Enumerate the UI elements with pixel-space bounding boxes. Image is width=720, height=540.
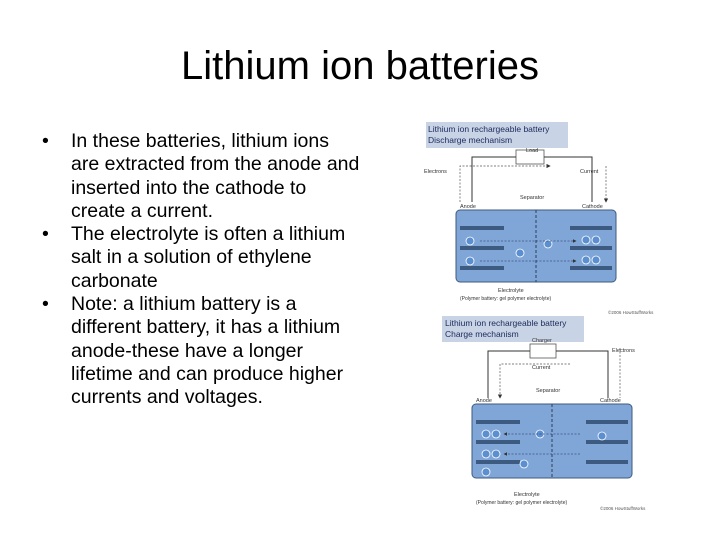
lithium-ion-icon [581,255,591,265]
lithium-ion-icon [491,449,501,459]
cathode-plate [586,440,628,444]
anode-plate [460,246,504,250]
bullet-item: • Note: a lithium battery is a different … [42,293,362,409]
load-label: Load [526,148,538,154]
lithium-ion-icon [543,239,553,249]
charge-panel: Lithium ion rechargeable battery Charge … [442,316,646,511]
charge-separator-label: Separator [536,388,560,394]
cathode-plate [570,266,612,270]
lithium-ion-icon [519,459,529,469]
charge-header-title: Lithium ion rechargeable battery [445,318,567,328]
lithium-ion-icon [515,248,525,258]
charge-header-subtitle: Charge mechanism [445,329,519,339]
charge-current-flow [497,363,570,399]
bullet-dot: • [42,130,49,152]
bullet-item: • The electrolyte is often a lithium salt… [42,223,362,293]
bullet-text: The electrolyte is often a lithium salt … [71,223,346,292]
lithium-ion-icon [591,235,601,245]
lithium-ion-icon [481,467,491,477]
bullet-item: • In these batteries, lithium ions are ex… [42,130,362,223]
anode-plate [476,420,520,424]
bullet-list: • In these batteries, lithium ions are ex… [42,130,362,410]
cathode-plate [586,420,628,424]
lithium-ion-icon [465,236,475,246]
discharge-credit: ©2006 HowStuffWorks [608,309,654,315]
charge-credit: ©2006 HowStuffWorks [600,505,646,511]
discharge-separator-label: Separator [520,195,544,201]
lithium-ion-icon [597,431,607,441]
charge-header-bg [442,316,584,342]
battery-diagram-image: Lithium ion rechargeable battery Dischar… [420,120,675,520]
charge-cathode-label: Cathode [600,398,621,404]
anode-plate [460,266,504,270]
anode-plate [476,440,520,444]
discharge-header-bg [426,122,568,148]
bullet-text: Note: a lithium battery is a different b… [71,293,344,409]
discharge-electrolyte-label: Electrolyte [498,288,524,294]
discharge-panel: Lithium ion rechargeable battery Dischar… [424,122,654,315]
lithium-ion-icon [491,429,501,439]
bullet-text: In these batteries, lithium ions are ext… [71,130,360,222]
discharge-header-subtitle: Discharge mechanism [428,135,512,145]
charger-label: Charger [532,338,552,344]
discharge-electrons-label: Electrons [424,169,447,175]
bullet-dot: • [42,293,49,316]
charge-electrolyte-label: Electrolyte [514,492,540,498]
cathode-plate [570,226,612,230]
charge-wire-right [556,350,609,398]
lithium-ion-icon [465,256,475,266]
charge-electrolyte-note: (Polymer battery: gel polymer electrolyt… [476,500,567,506]
discharge-electrolyte-note: (Polymer battery: gel polymer electrolyt… [460,296,551,302]
discharge-wire-right [544,156,593,202]
discharge-current-label: Current [580,169,599,175]
charger-box [529,343,557,359]
anode-plate [476,460,520,464]
lithium-ion-icon [581,235,591,245]
lithium-ion-icon [481,449,491,459]
discharge-electron-flow [459,163,551,202]
lithium-ion-icon [591,255,601,265]
lithium-ion-icon [481,429,491,439]
charge-anode-label: Anode [476,398,492,404]
cathode-plate [570,246,612,250]
cathode-plate [586,460,628,464]
charge-electrons-label: Electrons [612,348,635,354]
charge-current-label: Current [532,365,551,371]
discharge-header-title: Lithium ion rechargeable battery [428,124,550,134]
charge-wire-left [487,350,530,398]
discharge-cathode-label: Cathode [582,204,603,210]
anode-plate [460,226,504,230]
discharge-wire-left [471,156,516,202]
slide-title: Lithium ion batteries [181,44,539,88]
discharge-anode-label: Anode [460,204,476,210]
bullet-dot: • [42,223,49,246]
